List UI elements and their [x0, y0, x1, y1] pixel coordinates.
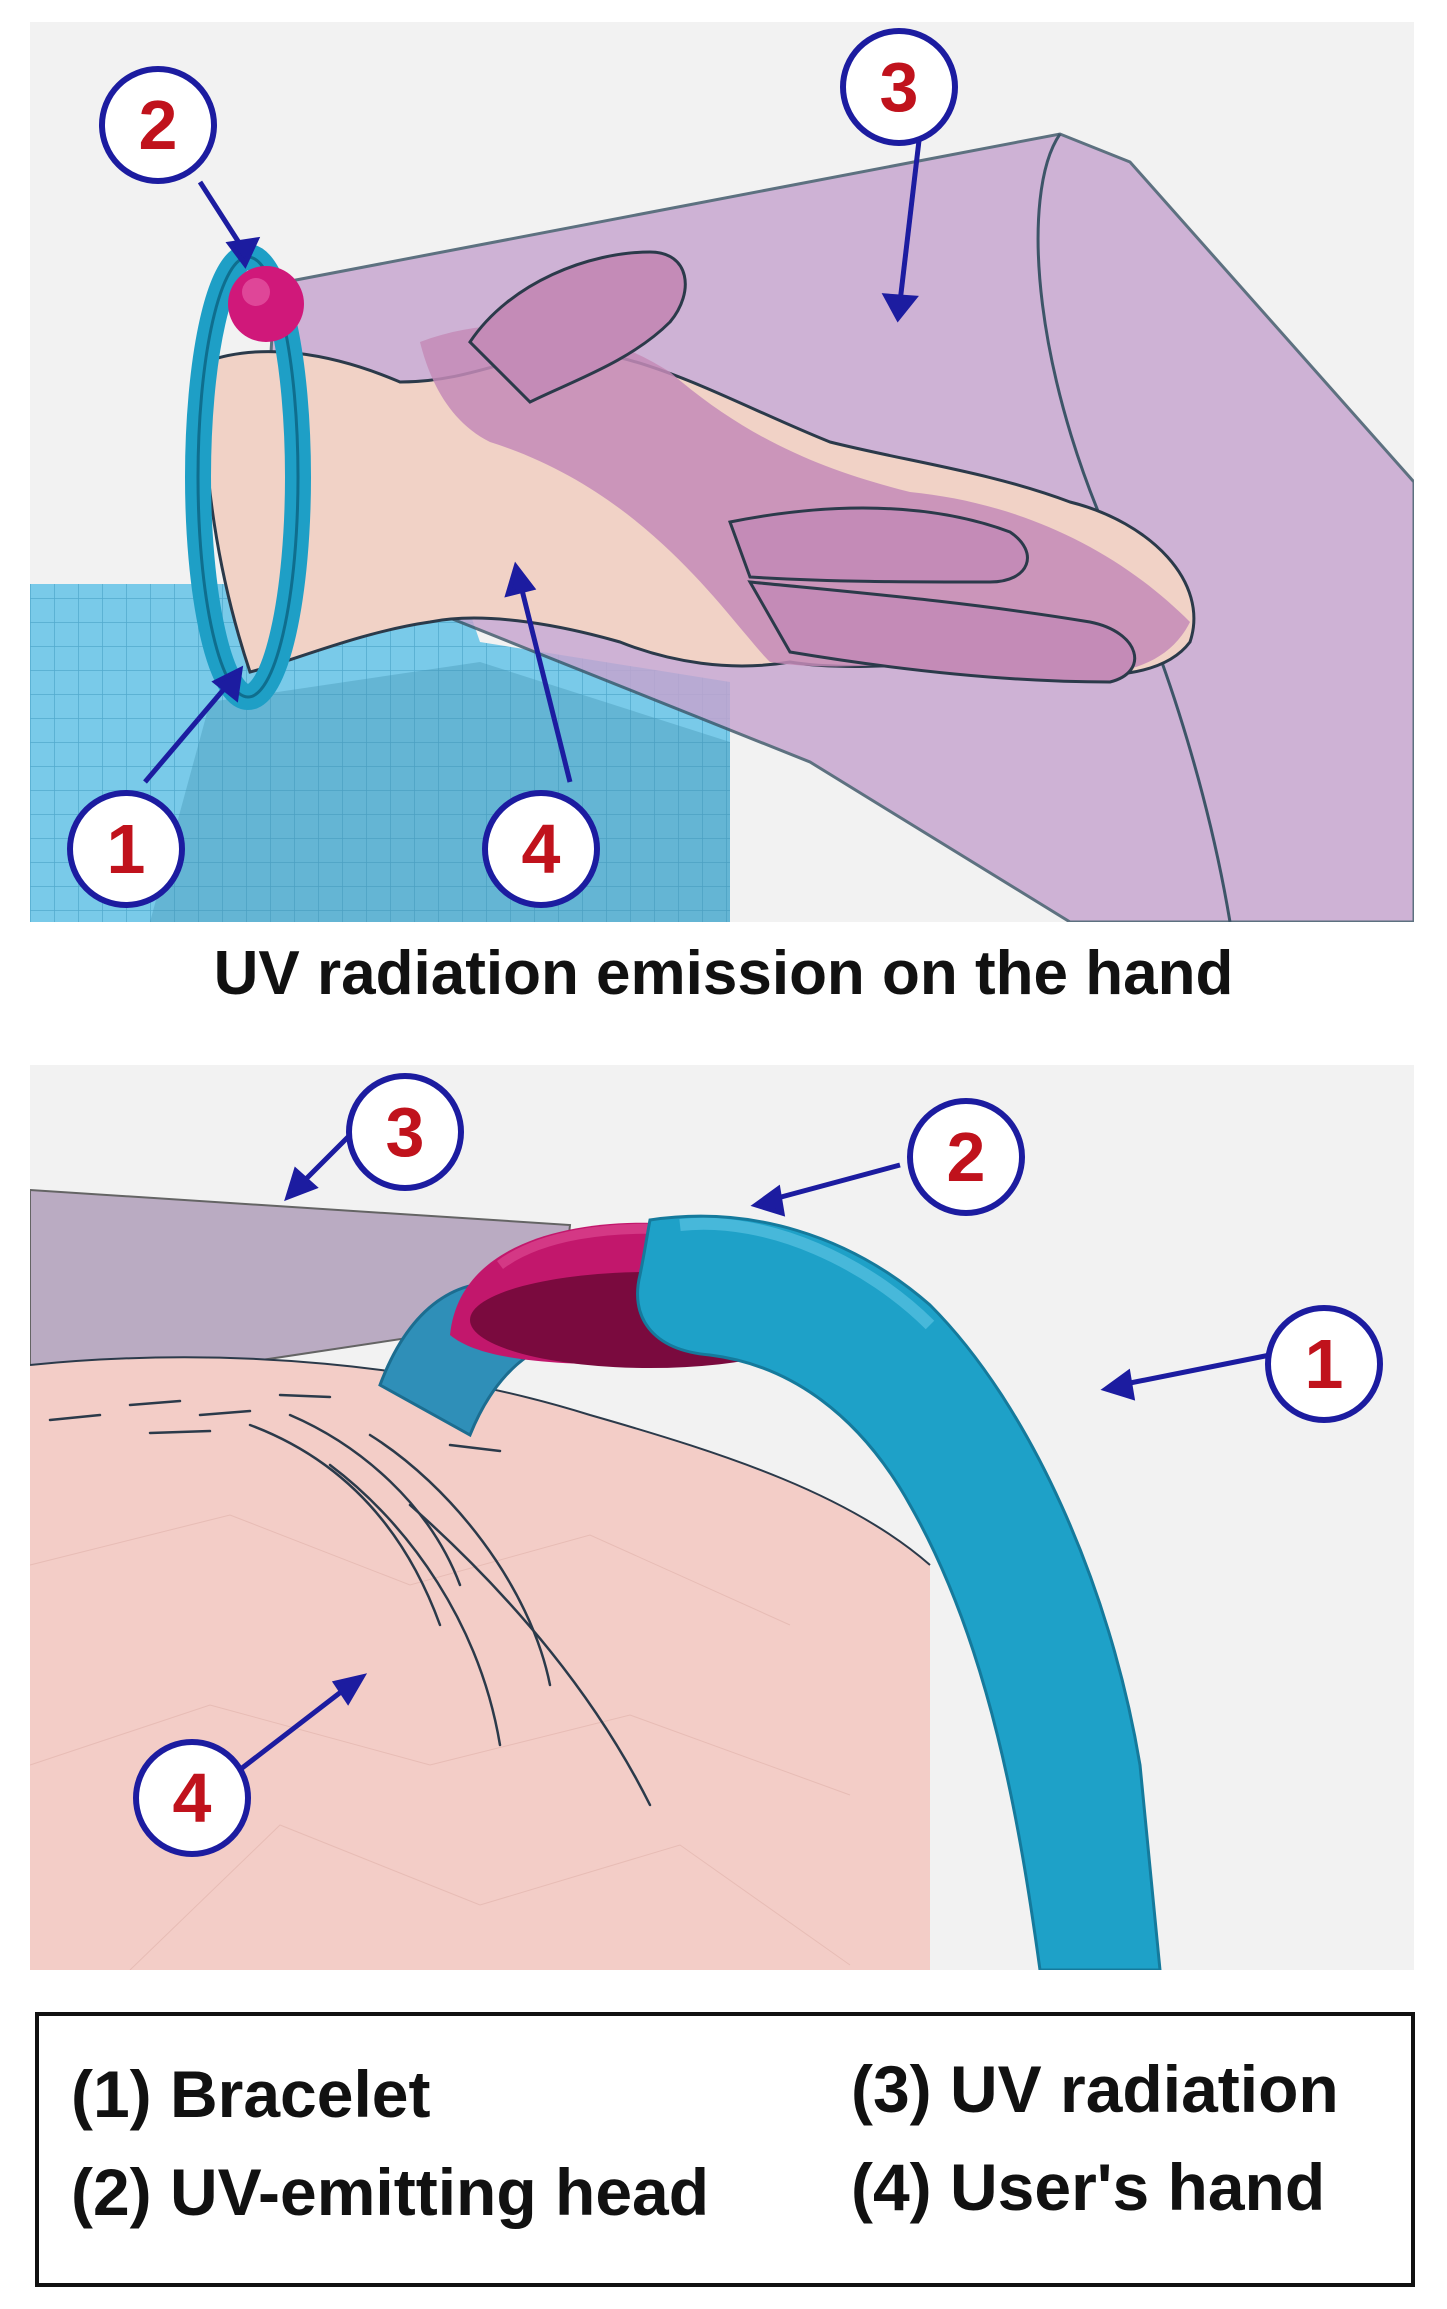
bracelet-strap	[636, 1214, 1162, 1970]
figure-caption: UV radiation emission on the hand	[213, 939, 1234, 1008]
legend-item-uv-radiation: (3) UV radiation	[851, 2052, 1339, 2126]
uv-emitting-head	[228, 266, 304, 342]
callout-2-bottom: 2	[907, 1098, 1025, 1216]
callout-3-top: 3	[840, 28, 958, 146]
legend-item-users-hand: (4) User's hand	[851, 2150, 1326, 2224]
legend-box: (1) Bracelet (2) UV-emitting head (3) UV…	[35, 2012, 1415, 2287]
bottom-illustration	[30, 1065, 1414, 1970]
legend-item-uv-emitting-head: (2) UV-emitting head	[71, 2155, 710, 2229]
top-illustration	[30, 22, 1414, 922]
callout-3-bottom: 3	[346, 1073, 464, 1191]
hand-top-view-drawing	[30, 131, 1414, 922]
callout-1-bottom: 1	[1265, 1305, 1383, 1423]
legend-item-bracelet: (1) Bracelet	[71, 2057, 431, 2131]
callout-2-top: 2	[99, 66, 217, 184]
users-hand-surface	[30, 1357, 930, 1970]
callout-4-top: 4	[482, 790, 600, 908]
bracelet-close-up-drawing	[30, 1133, 1271, 1970]
callout-4-bottom: 4	[133, 1739, 251, 1857]
callout-1-top: 1	[67, 790, 185, 908]
